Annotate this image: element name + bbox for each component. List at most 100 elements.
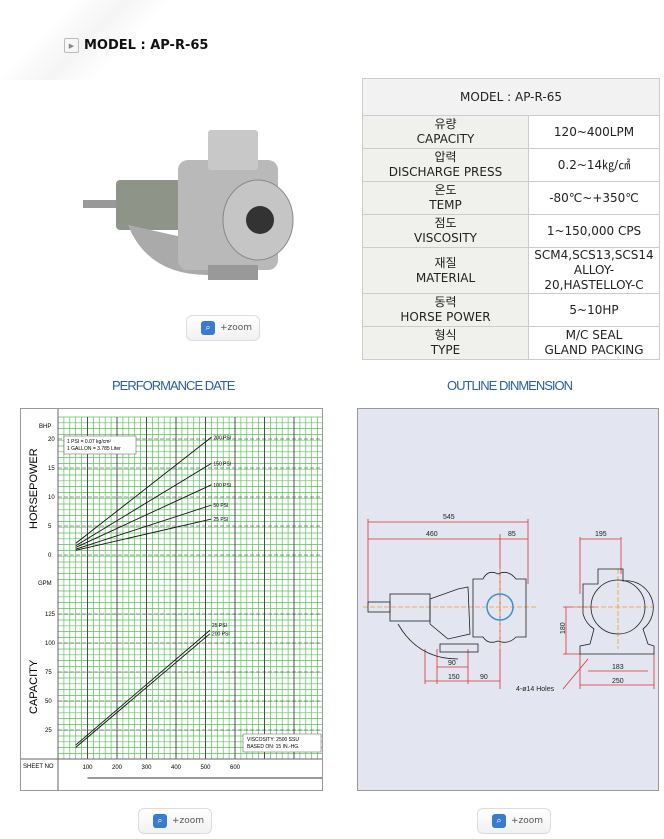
page-curl-decoration [0,0,170,80]
hp-series-line [75,462,212,547]
hp-tick: 0 [48,553,52,559]
arrow-right-icon: ▶ [64,38,79,53]
spec-key-en: VISCOSITY [413,231,477,245]
hp-tick: 15 [48,466,55,472]
spec-key-ko: 유량 [434,117,457,131]
cap-tick: 25 [45,728,52,734]
zoom-label: +zoom [511,816,544,826]
cap-unit: GPM [38,581,52,587]
dim-label: 183 [612,664,624,671]
cap-tick: 125 [45,612,56,618]
spec-key-en: CAPACITY [416,132,475,146]
spec-value: 1~150,000 CPS [528,214,660,248]
pump-outline [367,568,655,660]
spec-value: 120~400LPM [528,115,660,149]
holes-label: 4-ø14 Holes [516,686,555,693]
spec-value: -80℃~+350℃ [528,181,660,215]
spec-key-ko: 온도 [434,183,457,197]
cap-series-label: 200 PSI [212,632,230,638]
footnote-text: VISCOSITY: 2500 SSU [247,737,299,743]
x-tick: 300 [142,765,153,771]
spec-value: SCM4,SCS13,SCS14 ALLOY-20,HASTELLOY-C [528,247,660,294]
dim-label: 250 [612,678,624,685]
hp-series-label: 100 PSI [213,483,231,489]
hp-unit: BHP [39,424,51,430]
zoom-label: +zoom [172,816,205,826]
spec-key-ko: 압력 [434,150,457,164]
cap-series-label: 25 PSI [212,623,227,629]
note-text: 1 GALLON = 3.785 Liter [67,446,121,452]
cap-tick: 75 [45,670,52,676]
dim-label: 545 [443,514,455,521]
hp-tick: 20 [48,437,55,443]
x-tick: 400 [171,765,182,771]
spec-key-ko: 점도 [434,216,457,230]
dim-label: 90 [448,660,456,667]
cap-tick: 50 [45,699,52,705]
zoom-outline-button[interactable]: ⌕ +zoom [477,808,551,834]
spec-value: 5~10HP [528,293,660,327]
hp-series-label: 50 PSI [213,503,228,509]
hp-tick: 10 [48,495,55,501]
magnifier-icon: ⌕ [201,321,215,335]
x-label: SHEET NO [23,764,54,770]
pump-product-image [83,130,294,280]
spec-key-en: DISCHARGE PRESS [388,165,503,179]
hp-series-line [75,518,212,551]
dim-label: 195 [595,531,607,538]
cap-tick: 100 [45,641,56,647]
spec-key-ko: 재질 [434,255,457,270]
spec-model: MODEL : AP-R-65 [362,78,660,116]
dimension-labels: 545 460 85 195 180 90 150 90 183 250 4-ø… [426,514,624,693]
grid-bg [58,417,322,759]
outline-drawing-svg: 545 460 85 195 180 90 150 90 183 250 4-ø… [363,514,655,693]
outline-heading: OUTLINE DINMENSION [447,378,573,393]
hp-tick: 5 [48,524,52,530]
dim-label: 90 [480,674,488,681]
spec-key-ko: 형식 [434,328,457,342]
cap-series-line [75,633,211,748]
dim-label: 460 [426,531,438,538]
zoom-label: +zoom [220,323,253,333]
spec-key-en: HORSE POWER [400,310,491,324]
spec-key-en: TEMP [429,198,462,212]
dim-label: 150 [448,674,460,681]
outline-drawing: 545 460 85 195 180 90 150 90 183 250 4-ø… [357,408,659,791]
magnifier-icon: ⌕ [492,814,506,828]
x-tick: 100 [83,765,94,771]
cap-series-line [75,629,211,746]
notes-box [63,435,137,455]
magnifier-icon: ⌕ [153,814,167,828]
hp-series-label: 150 PSI [213,461,231,467]
x-tick: 600 [230,765,241,771]
hp-series-label: 200 PSI [213,435,231,441]
spec-key-en: MATERIAL [415,270,476,285]
center-lines [363,569,653,649]
zoom-product-button[interactable]: ⌕ +zoom [186,315,260,341]
zoom-chart-button[interactable]: ⌕ +zoom [138,808,212,834]
dim-label: 180 [560,622,567,634]
cap-ylabel: CAPACITY [28,659,40,714]
x-tick: 200 [112,765,123,771]
spec-key-en: TYPE [430,343,461,357]
hp-series-line [75,504,212,550]
note-text: 1 PSI = 0.07 kg/cm² [67,439,111,445]
spec-value: 0.2~14㎏/㎠ [528,148,660,182]
dim-label: 85 [508,531,516,538]
hp-series-line [75,436,212,544]
footnote-text: BASED ON: 15 IN.-HG. [247,744,300,750]
hp-ylabel: HORSEPOWER [28,448,40,529]
hp-series-line [75,484,212,548]
hp-series-label: 25 PSI [213,517,228,523]
